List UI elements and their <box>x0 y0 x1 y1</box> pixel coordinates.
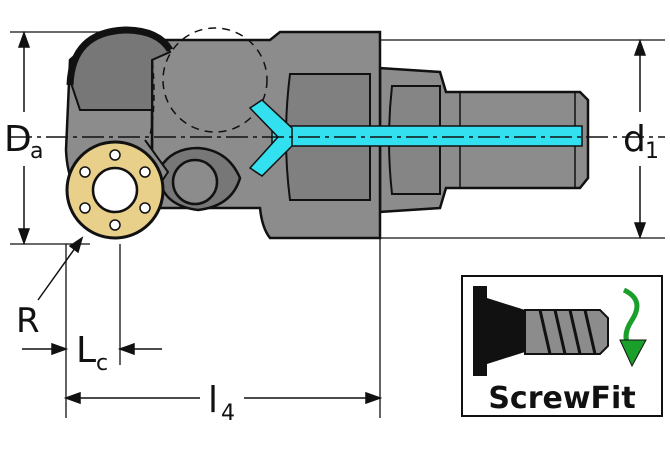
svg-text:l: l <box>208 380 218 421</box>
top-insert <box>66 26 174 111</box>
label-Lc: L c <box>76 330 108 376</box>
coolant-channel <box>248 99 583 177</box>
screwfit-badge: ScrewFit <box>461 275 663 417</box>
label-R: R <box>16 301 40 341</box>
label-Da: D a <box>4 119 43 164</box>
screw-thread-icon <box>473 286 609 376</box>
dimension-arrows <box>17 30 647 405</box>
clamp-screw <box>158 146 242 212</box>
svg-text:1: 1 <box>645 139 659 164</box>
svg-text:4: 4 <box>221 401 235 426</box>
label-d1: d 1 <box>623 119 659 164</box>
svg-text:d: d <box>623 119 646 160</box>
svg-text:c: c <box>96 351 108 376</box>
round-insert <box>65 139 170 240</box>
insert-holes <box>79 149 151 231</box>
svg-text:a: a <box>30 139 43 164</box>
label-l4: l 4 <box>208 380 235 426</box>
svg-text:L: L <box>76 330 96 371</box>
svg-text:D: D <box>4 119 32 160</box>
extension-lines <box>10 31 665 418</box>
rotate-arrow-icon <box>619 287 647 368</box>
screwfit-label: ScrewFit <box>488 381 635 416</box>
